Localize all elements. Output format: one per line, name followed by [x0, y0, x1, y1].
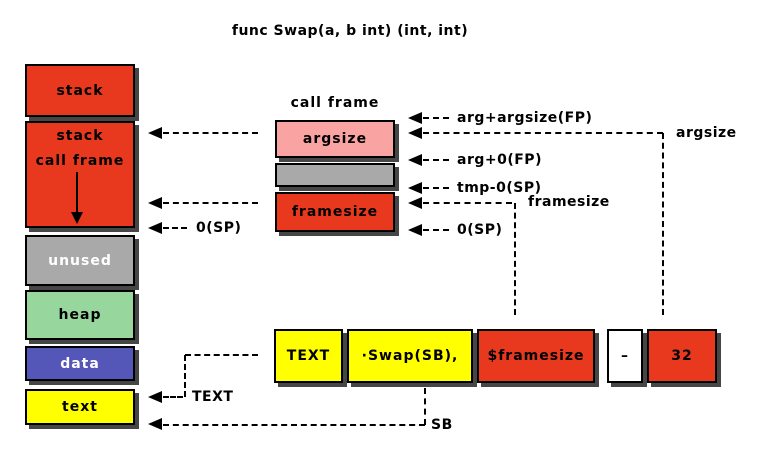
dashed-connector: [163, 227, 187, 229]
text-pointer-label: TEXT: [192, 389, 234, 405]
arrow-left-icon: [408, 127, 422, 139]
arrow-left-icon: [408, 224, 422, 236]
stack-growth-arrow-down-icon: [71, 212, 83, 224]
dashed-connector: [423, 132, 663, 134]
dashed-connector: [163, 202, 258, 204]
dashed-connector: [423, 117, 449, 119]
memory-box-unused: unused: [25, 235, 135, 286]
dashed-connector: [423, 159, 449, 161]
memory-box-heap-label: heap: [58, 307, 102, 323]
call-frame-heading: call frame: [290, 95, 380, 111]
arrow-left-icon: [408, 182, 422, 194]
dashed-connector: [185, 354, 258, 356]
memory-box-text: text: [25, 389, 135, 425]
memory-box-data: data: [25, 346, 135, 381]
dashed-connector: [163, 424, 425, 426]
call-frame-box-framesize: framesize: [275, 192, 395, 232]
memory-box-unused-label: unused: [48, 252, 112, 269]
tmp-0-sp-label: tmp-0(SP): [457, 180, 542, 196]
memory-box-data-label: data: [60, 355, 100, 372]
zero-sp-left-label: 0(SP): [196, 220, 242, 236]
memory-box-stack-label: stack: [56, 82, 104, 99]
arrow-left-icon: [148, 391, 162, 403]
memory-box-stack-call-frame: stack call frame: [25, 121, 135, 228]
arrow-left-icon: [148, 197, 162, 209]
dashed-connector: [163, 132, 258, 134]
arg-argsize-fp-label: arg+argsize(FP): [457, 110, 593, 126]
call-frame-box-argsize: argsize: [275, 120, 395, 158]
stack-growth-arrow-line: [76, 172, 78, 214]
sb-drop-line: [424, 388, 426, 425]
instr-cell-swap-sb: ·Swap(SB),: [347, 329, 473, 383]
instr-framesize-label: $framesize: [487, 348, 585, 364]
framesize-label: framesize: [528, 194, 610, 210]
memory-box-text-label: text: [62, 399, 98, 415]
call-frame-box-padding: [275, 163, 395, 187]
text-drop-line: [184, 355, 186, 397]
instr-cell-framesize: $framesize: [477, 329, 595, 383]
instr-swap-label: ·Swap(SB),: [361, 348, 459, 364]
arrow-left-icon: [148, 222, 162, 234]
memory-box-stack: stack: [25, 64, 135, 117]
dashed-connector: [163, 396, 183, 398]
arg-0-fp-label: arg+0(FP): [457, 152, 542, 168]
instr-cell-argsize-32: 32: [647, 329, 717, 383]
diagram-title: func Swap(a, b int) (int, int): [231, 23, 469, 39]
instr-text-label: TEXT: [286, 348, 331, 364]
argsize-label: argsize: [676, 125, 737, 141]
framesize-drop-line: [514, 203, 516, 315]
stack-label: stack: [56, 128, 104, 144]
instr-cell-text: TEXT: [274, 329, 343, 383]
dashed-connector: [423, 187, 449, 189]
argsize-drop-line: [662, 133, 664, 315]
zero-sp-right-label: 0(SP): [457, 222, 503, 238]
arrow-left-icon: [148, 418, 162, 430]
dashed-connector: [423, 229, 449, 231]
arrow-left-icon: [408, 154, 422, 166]
dashed-connector: [423, 202, 512, 204]
instr-minus-label: –: [621, 348, 629, 364]
arrow-left-icon: [148, 127, 162, 139]
memory-box-heap: heap: [25, 290, 135, 340]
sb-pointer-label: SB: [431, 417, 453, 433]
arrow-left-icon: [408, 112, 422, 124]
argsize-box-label: argsize: [302, 131, 368, 147]
call-frame-label: call frame: [35, 153, 125, 169]
instr-32-label: 32: [671, 348, 693, 364]
framesize-box-label: framesize: [291, 204, 379, 220]
arrow-left-icon: [408, 197, 422, 209]
instr-cell-minus: –: [607, 329, 643, 383]
